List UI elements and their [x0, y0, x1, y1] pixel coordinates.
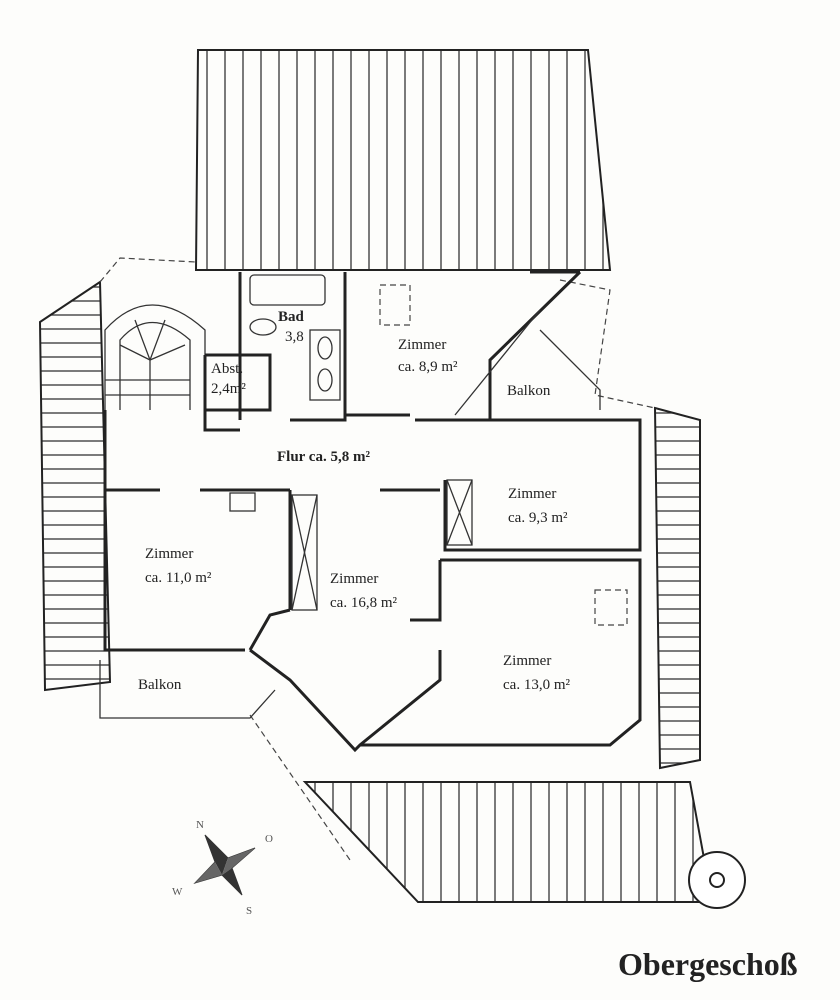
- room-area-zimmer-5: ca. 13,0 m²: [503, 677, 570, 693]
- wardrobe-icon: [446, 479, 473, 546]
- room-name-zimmer-4: Zimmer: [330, 571, 378, 587]
- outline-dashed: [559, 279, 656, 409]
- toilet-icon: [249, 318, 277, 336]
- compass-s: S: [246, 905, 252, 917]
- stove-icon: [229, 492, 256, 512]
- outline-dashed: [99, 257, 197, 283]
- room-area-zimmer-2: ca. 9,3 m²: [508, 510, 568, 526]
- balcony-label-right: Balkon: [507, 383, 551, 399]
- chimney-inner: [709, 872, 725, 888]
- skylight-icon: [379, 284, 411, 326]
- walls: [103, 270, 642, 753]
- room-area-abst: 2,4m²: [211, 381, 246, 397]
- skylight-icon: [594, 589, 628, 626]
- room-name-zimmer-5: Zimmer: [503, 653, 551, 669]
- wardrobe-icon: [291, 494, 318, 611]
- compass-o: O: [265, 833, 273, 845]
- roof-left: [38, 280, 112, 692]
- room-name-bad: Bad: [278, 309, 305, 325]
- room-area-zimmer-1: ca. 8,9 m²: [398, 359, 458, 375]
- room-area-zimmer-4: ca. 16,8 m²: [330, 595, 397, 611]
- roof-top: [194, 49, 612, 271]
- room-area-zimmer-3: ca. 11,0 m²: [145, 570, 212, 586]
- staircase: [104, 304, 206, 410]
- chimney-icon: [688, 851, 746, 909]
- room-flur: Flur ca. 5,8 m²: [277, 449, 370, 465]
- bathtub-icon: [249, 274, 326, 306]
- room-name-zimmer-1: Zimmer: [398, 337, 446, 353]
- room-area-bad: 3,8: [285, 329, 304, 345]
- floor-title: Obergeschoß: [618, 946, 798, 982]
- compass-n: N: [196, 819, 204, 831]
- roof-right: [653, 406, 701, 770]
- balcony-label-left: Balkon: [138, 677, 182, 693]
- sink-counter-icon: [309, 329, 341, 401]
- compass-w: W: [172, 886, 183, 898]
- sink-icon: [317, 368, 333, 392]
- balcony-railing: [99, 660, 276, 719]
- compass-rose-icon: N O S W: [172, 819, 273, 917]
- roof-bottom: [302, 781, 714, 903]
- room-name-abst: Abst.: [211, 361, 243, 377]
- sink-icon: [317, 336, 333, 360]
- balcony-railing: [539, 329, 601, 410]
- room-name-zimmer-3: Zimmer: [145, 546, 193, 562]
- room-name-zimmer-2: Zimmer: [508, 486, 556, 502]
